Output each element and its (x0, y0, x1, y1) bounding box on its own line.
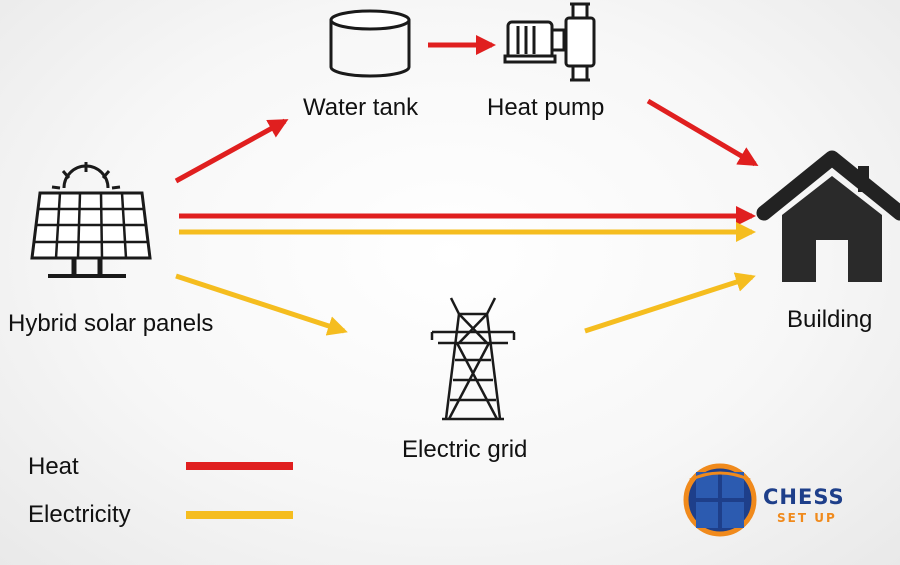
water-tank-label: Water tank (303, 94, 419, 121)
legend-electricity-swatch (186, 511, 293, 519)
logo-title: CHESS (763, 485, 845, 509)
building-label: Building (787, 306, 873, 333)
solar-panel-icon (30, 162, 152, 278)
heat-pump-label: Heat pump (487, 94, 605, 121)
arrow-panels-to-grid (175, 273, 348, 336)
solar-panels-label: Hybrid solar panels (8, 310, 214, 337)
legend-electricity-label: Electricity (28, 501, 131, 528)
chess-logo-icon (683, 463, 757, 537)
arrow-grid-to-building (584, 272, 756, 334)
electric-grid-label: Electric grid (402, 436, 528, 463)
logo-subtitle: SET UP (777, 511, 837, 525)
arrow-pump-to-building (646, 98, 759, 167)
legend-heat-label: Heat (28, 453, 79, 480)
legend-heat-swatch (186, 462, 293, 470)
transmission-tower-icon (430, 297, 516, 421)
water-tank-icon (329, 9, 411, 78)
arrow-panels-to-tank (174, 118, 289, 184)
house-icon (756, 150, 900, 282)
heat-pump-icon (503, 2, 596, 82)
